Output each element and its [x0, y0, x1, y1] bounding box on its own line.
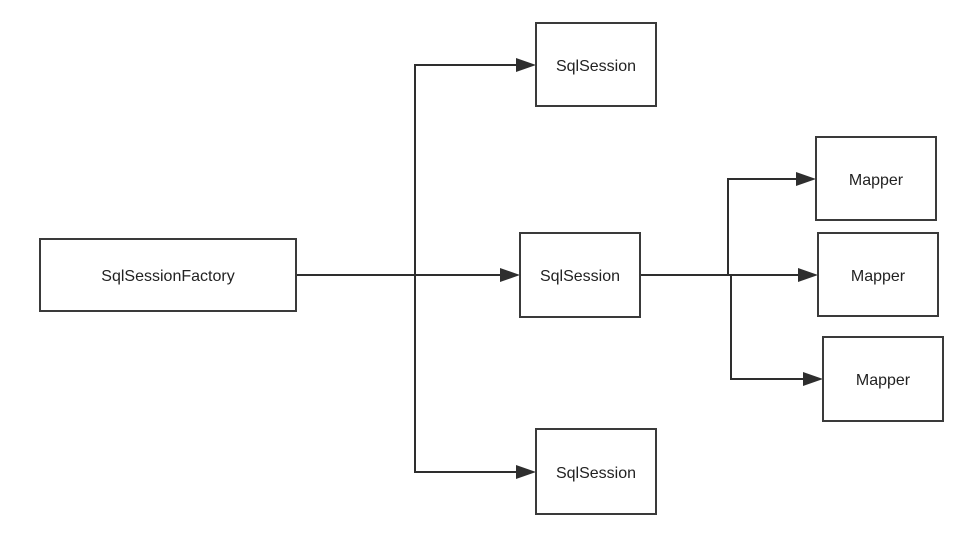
arrowhead-mapper-3: [803, 372, 823, 386]
node-mapper-1: Mapper: [815, 136, 937, 221]
arrowhead-session-middle: [500, 268, 520, 282]
node-sqlsession-middle-box: [519, 232, 641, 318]
connector-factory-to-session-bottom: [414, 275, 518, 473]
node-mapper-1-box: [815, 136, 937, 221]
node-sqlsessionfactory-box: [39, 238, 297, 312]
arrowhead-session-top: [516, 58, 536, 72]
node-mapper-1-label: Mapper: [849, 172, 904, 189]
node-sqlsession-top-label: SqlSession: [556, 58, 636, 75]
connector-session-to-mapper-3: [730, 275, 805, 380]
node-sqlsessionfactory-label: SqlSessionFactory: [101, 268, 234, 285]
node-sqlsession-middle-label: SqlSession: [540, 268, 620, 285]
session-connectors: [640, 172, 823, 386]
node-sqlsession-bottom: SqlSession: [535, 428, 657, 515]
node-sqlsession-middle: SqlSession: [519, 232, 641, 318]
node-sqlsession-bottom-label: SqlSession: [556, 465, 636, 482]
arrowhead-mapper-2: [798, 268, 818, 282]
node-mapper-3-box: [822, 336, 944, 422]
node-mapper-3-label: Mapper: [856, 372, 911, 389]
node-mapper-3: Mapper: [822, 336, 944, 422]
arrowhead-session-bottom: [516, 465, 536, 479]
node-mapper-2: Mapper: [817, 232, 939, 317]
node-sqlsession-top-box: [535, 22, 657, 107]
node-mapper-2-label: Mapper: [851, 268, 906, 285]
node-mapper-2-box: [817, 232, 939, 317]
connector-factory-to-session-top: [414, 64, 518, 275]
arrowhead-mapper-1: [796, 172, 816, 186]
node-sqlsession-bottom-box: [535, 428, 657, 515]
node-sqlsession-top: SqlSession: [535, 22, 657, 107]
connector-session-to-mapper-1: [727, 178, 798, 275]
factory-connectors: [296, 58, 536, 479]
node-sqlsessionfactory: SqlSessionFactory: [39, 238, 297, 312]
